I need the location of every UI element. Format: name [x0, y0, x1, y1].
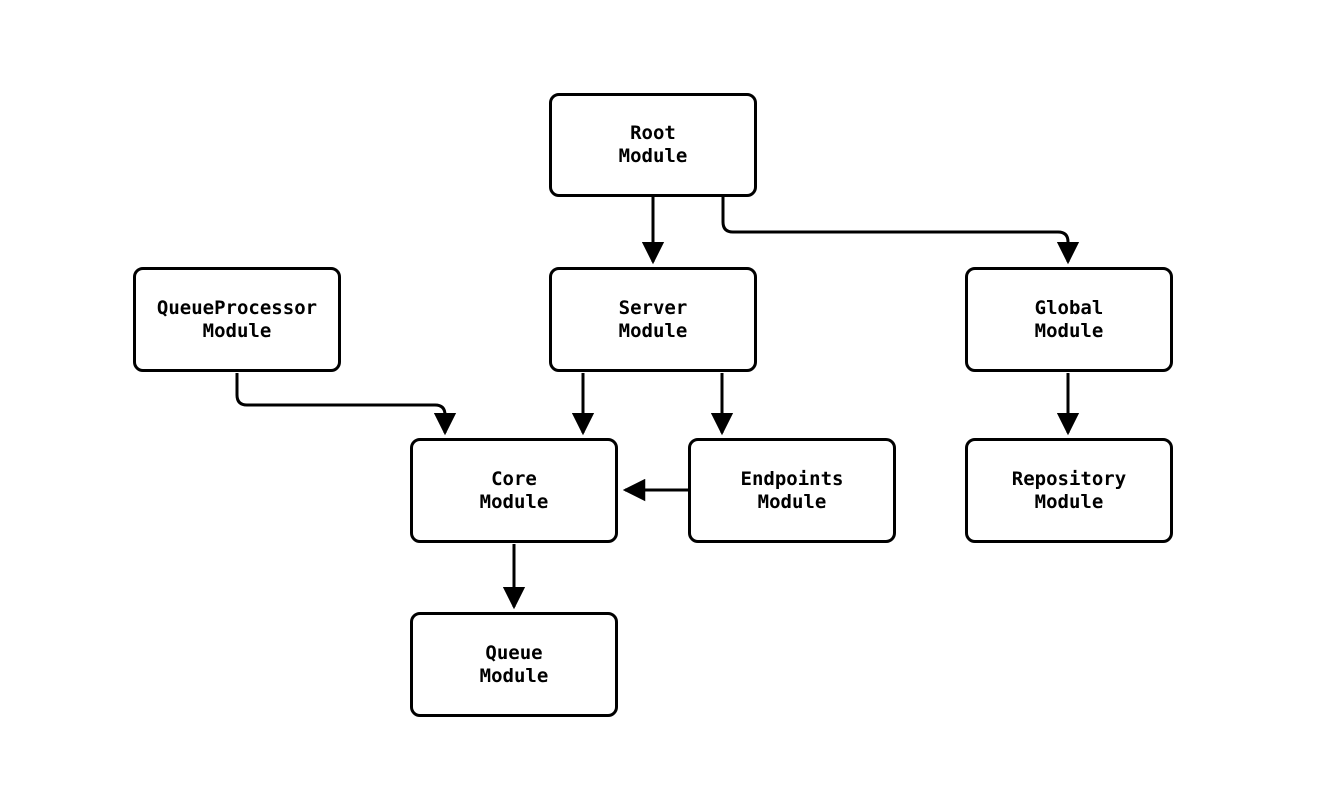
node-label-line2: Module [1034, 490, 1104, 513]
node-label-line2: Module [757, 490, 827, 513]
node-label-line2: Module [618, 319, 688, 342]
node-label-line1: Root [630, 122, 676, 144]
node-label-line1: Queue [485, 641, 543, 664]
node-global-module: Global Module [965, 267, 1173, 372]
node-core-module: Core Module [410, 438, 618, 543]
node-label-line1: QueueProcessor [156, 296, 318, 319]
node-label-line2: Module [479, 664, 549, 687]
node-label-line2: Module [618, 145, 688, 167]
node-endpoints-module: Endpoints Module [688, 438, 896, 543]
edge-queueprocessor-to-core [235, 373, 457, 436]
node-label-line1: Repository [1011, 467, 1127, 490]
node-label-line1: Server [618, 296, 688, 319]
node-label-line1: Core [491, 467, 537, 490]
node-label-line2: Module [202, 319, 272, 342]
node-root-module: Root Module [549, 93, 757, 197]
node-queueprocessor-module: QueueProcessor Module [133, 267, 341, 372]
node-label-line2: Module [479, 490, 549, 513]
node-label-line2: Module [1034, 319, 1104, 342]
node-queue-module: Queue Module [410, 612, 618, 717]
node-label-line1: Endpoints [740, 467, 844, 490]
node-repository-module: Repository Module [965, 438, 1173, 543]
edge-root-to-global [721, 197, 1080, 265]
node-label-line1: Global [1034, 296, 1104, 319]
node-server-module: Server Module [549, 267, 757, 372]
